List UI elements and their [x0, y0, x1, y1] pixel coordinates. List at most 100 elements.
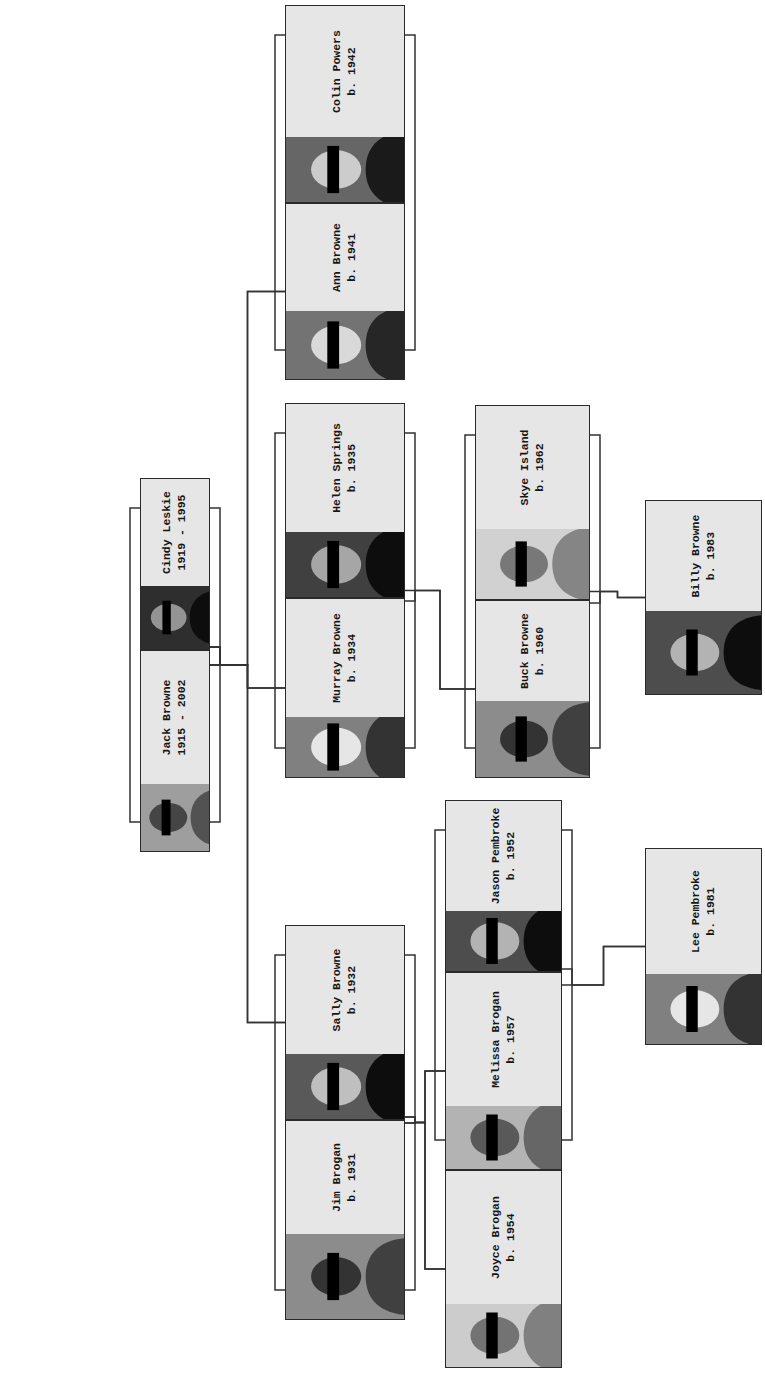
person-dates: b. 1957: [504, 1015, 519, 1063]
photo-frame: [476, 701, 589, 777]
photo-frame: [286, 1054, 404, 1119]
portrait-photo: [646, 611, 761, 694]
descent-line: [405, 591, 475, 690]
descent-line: [210, 292, 285, 666]
person-name: Murray Browne: [330, 613, 345, 703]
name-panel: Jason Pembrokeb. 1952: [446, 801, 561, 911]
descent-line: [210, 647, 285, 1023]
photo-frame: [646, 974, 761, 1044]
descent-line: [405, 1071, 445, 1123]
portrait-photo: [476, 529, 589, 599]
person-dates: b. 1962: [533, 443, 548, 491]
name-panel: Murray Browneb. 1934: [286, 599, 404, 717]
descent-line: [590, 592, 645, 604]
person-dates: 1919 - 1995: [175, 495, 190, 571]
name-panel: Sally Browneb. 1932: [286, 926, 404, 1054]
person-card: Buck Browneb. 1960: [475, 600, 590, 778]
portrait-photo: [286, 1234, 404, 1319]
person-name: Ann Browne: [330, 223, 345, 292]
person-dates: b. 1941: [345, 233, 360, 281]
person-dates: b. 1942: [345, 47, 360, 95]
portrait-photo: [286, 532, 404, 597]
person-name: Joyce Brogan: [489, 1196, 504, 1279]
person-card: Sally Browneb. 1932: [285, 925, 405, 1120]
person-name: Sally Browne: [330, 949, 345, 1032]
portrait-photo: [446, 1106, 561, 1169]
person-name: Skye Island: [518, 430, 533, 506]
name-panel: Lee Pembrokeb. 1981: [646, 849, 761, 974]
person-card: Melissa Broganb. 1957: [445, 972, 562, 1170]
descent-line: [210, 292, 285, 666]
photo-frame: [646, 611, 761, 694]
name-panel: Joyce Broganb. 1954: [446, 1171, 561, 1304]
name-panel: Cindy Leskie1919 - 1995: [141, 479, 209, 586]
portrait-photo: [286, 311, 404, 379]
person-card: Jim Broganb. 1931: [285, 1120, 405, 1320]
person-name: Buck Browne: [518, 613, 533, 689]
photo-frame: [446, 1106, 561, 1169]
person-dates: b. 1932: [345, 966, 360, 1014]
photo-frame: [286, 1234, 404, 1319]
portrait-photo: [141, 586, 209, 649]
descent-line: [405, 1117, 445, 1269]
person-name: Jack Browne: [160, 680, 175, 756]
person-name: Jim Brogan: [330, 1143, 345, 1212]
person-name: Billy Browne: [689, 515, 704, 598]
name-panel: Jack Browne1915 - 2002: [141, 651, 209, 784]
person-card: Helen Springsb. 1935: [285, 403, 405, 598]
photo-frame: [286, 532, 404, 597]
person-card: Joyce Broganb. 1954: [445, 1170, 562, 1368]
portrait-photo: [286, 717, 404, 777]
photo-frame: [476, 529, 589, 599]
portrait-photo: [286, 1054, 404, 1119]
person-name: Lee Pembroke: [689, 870, 704, 953]
name-panel: Colin Powersb. 1942: [286, 6, 404, 137]
person-card: Skye Islandb. 1962: [475, 405, 590, 600]
name-panel: Melissa Broganb. 1957: [446, 973, 561, 1106]
portrait-photo: [141, 784, 209, 851]
person-dates: b. 1983: [704, 532, 719, 580]
photo-frame: [286, 311, 404, 379]
name-panel: Helen Springsb. 1935: [286, 404, 404, 532]
person-dates: b. 1981: [704, 887, 719, 935]
photo-frame: [446, 911, 561, 971]
descent-line: [405, 1071, 445, 1123]
portrait-photo: [286, 137, 404, 202]
portrait-photo: [446, 1304, 561, 1367]
person-card: Colin Powersb. 1942: [285, 5, 405, 203]
name-panel: Skye Islandb. 1962: [476, 406, 589, 529]
name-panel: Billy Browneb. 1983: [646, 501, 761, 611]
photo-frame: [141, 784, 209, 851]
portrait-photo: [446, 911, 561, 971]
photo-frame: [286, 717, 404, 777]
person-card: Jason Pembrokeb. 1952: [445, 800, 562, 972]
person-dates: b. 1952: [504, 832, 519, 880]
photo-frame: [141, 586, 209, 649]
person-card: Ann Browneb. 1941: [285, 203, 405, 380]
person-dates: b. 1960: [533, 627, 548, 675]
person-dates: b. 1935: [345, 444, 360, 492]
name-panel: Buck Browneb. 1960: [476, 601, 589, 701]
photo-frame: [286, 137, 404, 202]
person-card: Cindy Leskie1919 - 1995: [140, 478, 210, 650]
person-dates: b. 1931: [345, 1153, 360, 1201]
descent-line: [562, 947, 645, 986]
person-card: Jack Browne1915 - 2002: [140, 650, 210, 852]
name-panel: Ann Browneb. 1941: [286, 204, 404, 311]
person-name: Helen Springs: [330, 423, 345, 513]
person-card: Billy Browneb. 1983: [645, 500, 762, 695]
person-name: Colin Powers: [330, 30, 345, 113]
person-name: Melissa Brogan: [489, 991, 504, 1088]
person-dates: b. 1934: [345, 634, 360, 682]
name-panel: Jim Broganb. 1931: [286, 1121, 404, 1234]
descent-line: [562, 947, 645, 986]
person-dates: 1915 - 2002: [175, 680, 190, 756]
portrait-photo: [646, 974, 761, 1044]
person-card: Murray Browneb. 1934: [285, 598, 405, 778]
person-dates: b. 1954: [504, 1213, 519, 1261]
person-name: Jason Pembroke: [489, 808, 504, 905]
descent-line: [590, 592, 645, 598]
person-name: Cindy Leskie: [160, 491, 175, 574]
